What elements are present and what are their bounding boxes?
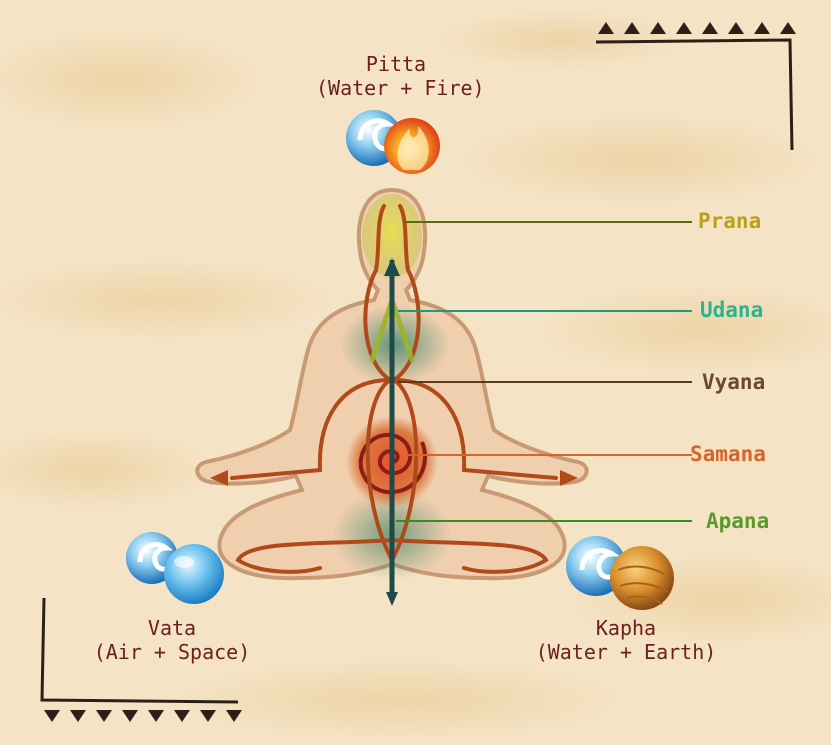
pitta-name: Pitta bbox=[316, 52, 476, 76]
vayu-label-apana: Apana bbox=[706, 509, 769, 533]
kapha-elements: (Water + Earth) bbox=[516, 640, 736, 664]
kapha-label-block: Kapha (Water + Earth) bbox=[516, 616, 736, 664]
vayu-label-udana: Udana bbox=[700, 298, 763, 322]
vayu-label-vyana: Vyana bbox=[702, 370, 765, 394]
vata-label-block: Vata (Air + Space) bbox=[72, 616, 272, 664]
space-element-icon bbox=[164, 544, 224, 604]
earth-element-icon bbox=[610, 546, 674, 610]
vata-name: Vata bbox=[72, 616, 272, 640]
vayu-label-samana: Samana bbox=[690, 442, 766, 466]
pitta-label-block: Pitta (Water + Fire) bbox=[316, 52, 476, 100]
vata-elements: (Air + Space) bbox=[72, 640, 272, 664]
kapha-name: Kapha bbox=[516, 616, 736, 640]
pitta-elements: (Water + Fire) bbox=[316, 76, 476, 100]
vayu-label-prana: Prana bbox=[698, 209, 761, 233]
